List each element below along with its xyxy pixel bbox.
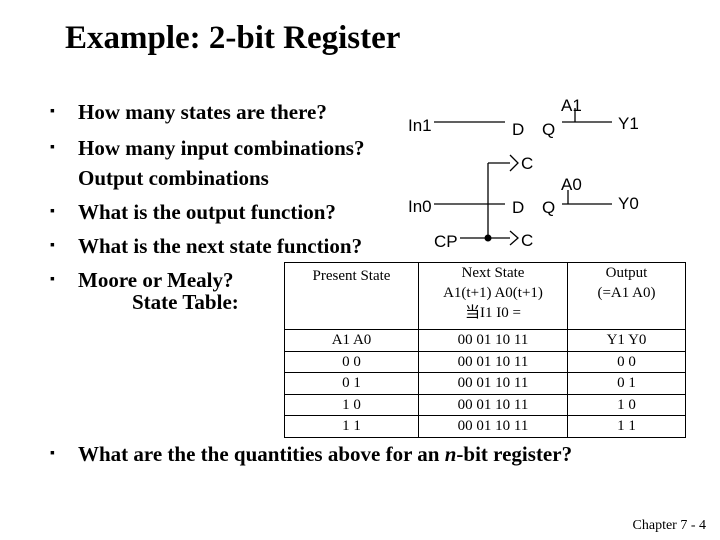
bullet-states: ▪ How many states are there? xyxy=(50,100,327,125)
table-cell: 1 1 xyxy=(284,415,419,438)
square-bullet-icon: ▪ xyxy=(50,446,55,461)
present-state-header: Present State xyxy=(284,262,419,330)
bullet-text-end: -bit register? xyxy=(456,442,573,466)
y0-label: Y0 xyxy=(618,194,639,213)
ff0-c-label: C xyxy=(521,231,534,250)
bullet-output-function: ▪ What is the output function? xyxy=(50,200,336,225)
output-header: Output (=A1 A0) xyxy=(567,262,686,330)
table-cell: 0 0 xyxy=(567,350,686,373)
bullet-output-combinations: Output combinations xyxy=(78,166,269,190)
slide-title: Example: 2-bit Register xyxy=(65,20,401,56)
table-cell: Y1 Y0 xyxy=(567,329,686,352)
clock-edge-triangle-1 xyxy=(509,154,519,172)
ff0-q-label: Q xyxy=(542,198,556,217)
bullet-moore-mealy: ▪ Moore or Mealy? xyxy=(50,268,234,293)
table-cell: 1 0 xyxy=(284,393,419,416)
bullet-text: What are the the quantities above for an xyxy=(78,442,445,466)
ff1-q-label: Q xyxy=(542,120,556,139)
square-bullet-icon: ▪ xyxy=(50,104,55,119)
bullet-text: Moore or Mealy? xyxy=(78,268,234,292)
ff0-d-label: D xyxy=(512,198,525,217)
table-cell: 1 0 xyxy=(567,393,686,416)
a0-label: A0 xyxy=(561,175,582,194)
bullet-inputs: ▪ How many input combinations? xyxy=(50,136,365,161)
column-label-row: A1 A0 00 01 10 11 Y1 Y0 xyxy=(284,329,686,352)
ff1-d-label: D xyxy=(512,120,525,139)
square-bullet-icon: ▪ xyxy=(50,238,55,253)
table-cell: 00 01 10 11 xyxy=(418,329,568,352)
table-cell: 0 0 xyxy=(284,350,419,373)
table-cell: 0 1 xyxy=(284,372,419,395)
table-row: 1 1 00 01 10 11 1 1 xyxy=(284,415,686,438)
bullet-text: How many states are there? xyxy=(78,100,327,124)
square-bullet-icon: ▪ xyxy=(50,204,55,219)
table-cell: 00 01 10 11 xyxy=(418,393,568,416)
square-bullet-icon: ▪ xyxy=(50,140,55,155)
slide-footer: Chapter 7 - 4 xyxy=(632,518,706,533)
table-cell: 00 01 10 11 xyxy=(418,372,568,395)
bullet-variable: n xyxy=(444,442,457,466)
a1-label: A1 xyxy=(561,96,582,115)
clock-edge-triangle-0 xyxy=(509,230,519,246)
table-cell: 00 01 10 11 xyxy=(418,350,568,373)
cp-label: CP xyxy=(434,232,458,251)
bullet-text: What is the next state function? xyxy=(78,234,363,258)
state-table: Present State Next State A1(t+1) A0(t+1)… xyxy=(284,262,686,438)
ff1-c-label: C xyxy=(521,154,534,173)
y1-label: Y1 xyxy=(618,114,639,133)
table-row: 0 0 00 01 10 11 0 0 xyxy=(284,350,686,373)
bullet-state-table: State Table: xyxy=(132,290,239,314)
table-cell: 00 01 10 11 xyxy=(418,415,568,438)
clock-junction-dot xyxy=(484,234,492,242)
bullet-n-bit-question: ▪ What are the the quantities above for … xyxy=(50,442,573,467)
bullet-text: How many input combinations? xyxy=(78,136,365,160)
bullet-text: What is the output function? xyxy=(78,200,336,224)
square-bullet-icon: ▪ xyxy=(50,272,55,287)
table-cell: 1 1 xyxy=(567,415,686,438)
table-cell: 0 1 xyxy=(567,372,686,395)
bullet-next-state: ▪ What is the next state function? xyxy=(50,234,363,259)
in0-label: In0 xyxy=(408,197,432,216)
table-cell: A1 A0 xyxy=(284,329,419,352)
table-row: 0 1 00 01 10 11 0 1 xyxy=(284,372,686,395)
in1-label: In1 xyxy=(408,116,432,135)
table-row: 1 0 00 01 10 11 1 0 xyxy=(284,393,686,416)
next-state-header: Next State A1(t+1) A0(t+1) 当I1 I0 = xyxy=(418,262,568,330)
